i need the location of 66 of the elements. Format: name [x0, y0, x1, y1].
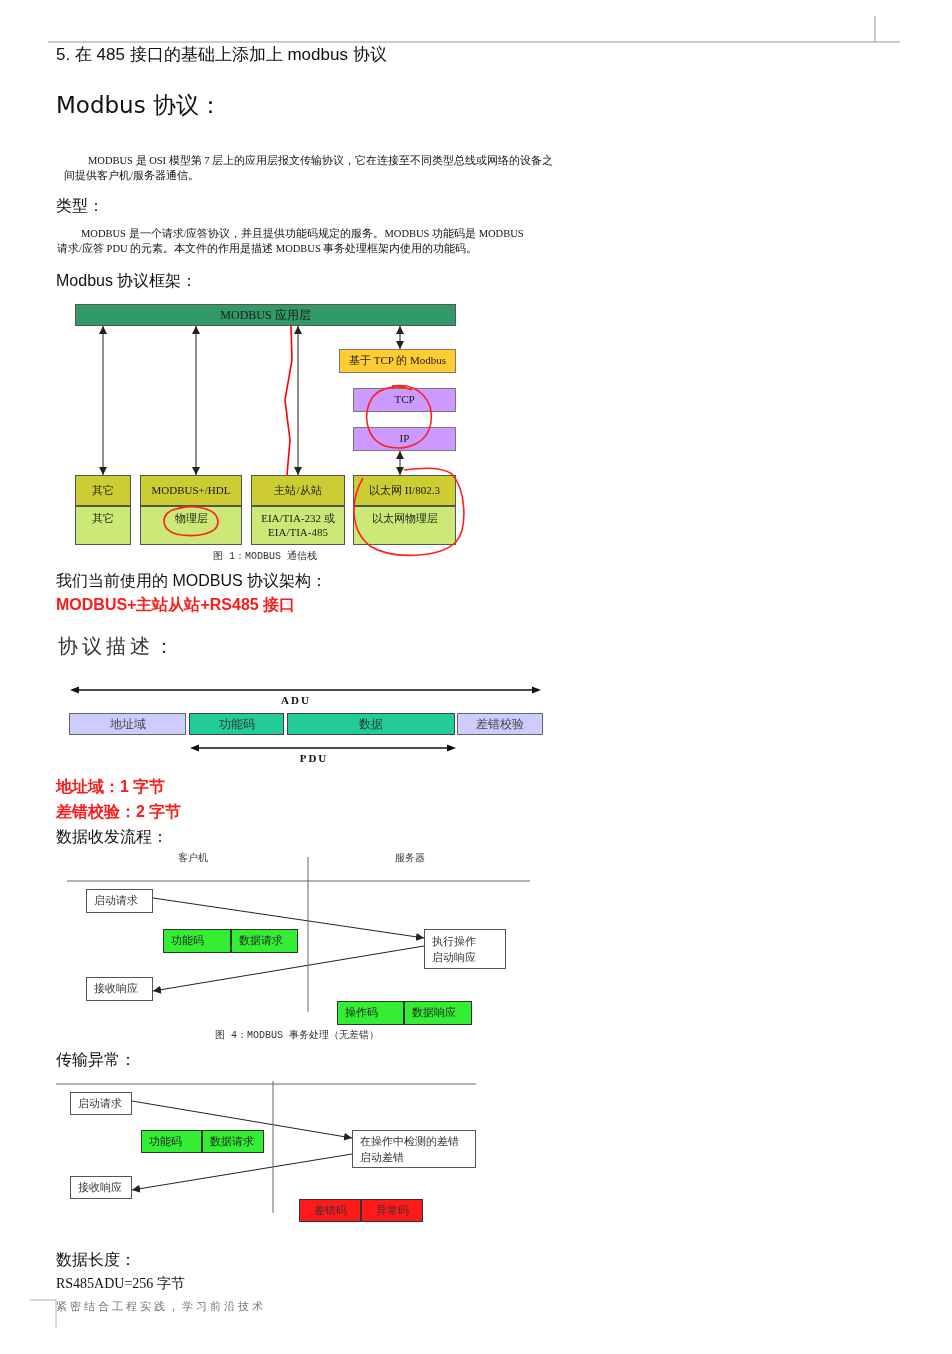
figure-caption: 图 4：MODBUS 事务处理（无差错）	[215, 1030, 379, 1042]
highlight-text: 差错校验：2 字节	[56, 802, 182, 822]
protocol-layer-box: 其它	[75, 475, 131, 506]
process-step-box	[352, 1130, 476, 1168]
process-step-box: 启动请求	[86, 889, 153, 913]
frame-field-box: 地址域	[69, 713, 186, 735]
message-field-box: 数据请求	[202, 1130, 264, 1153]
message-field-box: 异常码	[361, 1199, 423, 1222]
message-field-box: 功能码	[141, 1130, 202, 1153]
frame-field-box: 差错校验	[457, 713, 543, 735]
protocol-layer-box: 基于 TCP 的 Modbus	[339, 349, 456, 373]
subheading: 传输异常：	[56, 1050, 136, 1070]
line	[284, 325, 293, 476]
highlight-text: 地址域：1 字节	[56, 777, 166, 797]
process-step-box: 启动请求	[70, 1092, 132, 1115]
double-arrow	[396, 450, 404, 476]
step-text: 启动差错	[360, 1150, 404, 1165]
frame-field-box: 功能码	[189, 713, 284, 735]
lane-header: 客户机	[178, 852, 208, 864]
footer-text: 紧密结合工程实践，学习前沿技术	[56, 1300, 266, 1314]
subheading: Modbus 协议框架：	[56, 271, 198, 291]
body-paragraph: MODBUS 是 OSI 模型第 7 层上的应用层报文传输协议，它在连接至不同类型总线或网络的设备之间提供客户机/服务器通信。	[64, 154, 554, 183]
message-field-box: 操作码	[337, 1001, 404, 1025]
arrow	[152, 945, 425, 994]
protocol-layer-box: TCP	[353, 388, 456, 412]
subheading: 我们当前使用的 MODBUS 协议架构：	[56, 571, 328, 591]
protocol-layer-box: 以太网 II/802.3	[353, 475, 456, 506]
subheading: 协议描述：	[58, 634, 178, 658]
message-field-box: 数据响应	[404, 1001, 472, 1025]
protocol-layer-box: MODBUS+/HDL	[140, 475, 242, 506]
step-text: 在操作中检测的差错	[360, 1134, 459, 1149]
message-field-box: 数据请求	[231, 929, 298, 953]
arrow	[152, 897, 425, 941]
protocol-layer-box: 其它	[75, 506, 131, 545]
double-arrow	[396, 325, 404, 350]
frame-field-box: 数据	[287, 713, 455, 735]
protocol-layer-box: 以太网物理层	[353, 506, 456, 545]
message-field-box: 差错码	[299, 1199, 361, 1222]
section-heading: 5. 在 485 接口的基础上添加上 modbus 协议	[56, 45, 387, 66]
arrow	[131, 1100, 353, 1141]
body-paragraph: MODBUS 是一个请求/应答协议，并且提供功能码规定的服务。MODBUS 功能码是 MODBUS 请求/应答 PDU 的元素。本文件的作用是描述 MODBUS 事务处理框架内使用的功能码。	[57, 227, 525, 256]
subheading: 数据收发流程：	[56, 827, 168, 847]
subheading: 数据长度：	[56, 1250, 136, 1270]
step-text: 启动响应	[432, 950, 476, 965]
dimension-label: PDU	[299, 752, 329, 766]
body-text: RS485ADU=256 字节	[56, 1276, 185, 1293]
protocol-layer-box: MODBUS 应用层	[75, 304, 456, 326]
subheading: 类型：	[56, 196, 104, 216]
double-arrow	[99, 325, 107, 476]
highlight-text: MODBUS+主站从站+RS485 接口	[56, 595, 296, 615]
protocol-layer-box: 主站/从站	[251, 475, 345, 506]
process-step-box: 接收响应	[86, 977, 153, 1001]
process-step-box	[424, 929, 506, 969]
arrow	[131, 1153, 353, 1193]
process-step-box: 接收响应	[70, 1176, 132, 1199]
double-arrow	[294, 325, 302, 476]
lane-header: 服务器	[395, 852, 425, 864]
protocol-layer-box: IP	[353, 427, 456, 451]
figure-caption: 图 1：MODBUS 通信栈	[213, 551, 317, 563]
protocol-layer-box: EIA/TIA-232 或 EIA/TIA-485	[251, 506, 345, 545]
heading: Modbus 协议：	[56, 92, 222, 120]
dimension-label: ADU	[281, 694, 311, 708]
message-field-box: 功能码	[163, 929, 231, 953]
step-text: 执行操作	[432, 934, 476, 949]
protocol-layer-box: 物理层	[140, 506, 242, 545]
double-arrow	[192, 325, 200, 476]
